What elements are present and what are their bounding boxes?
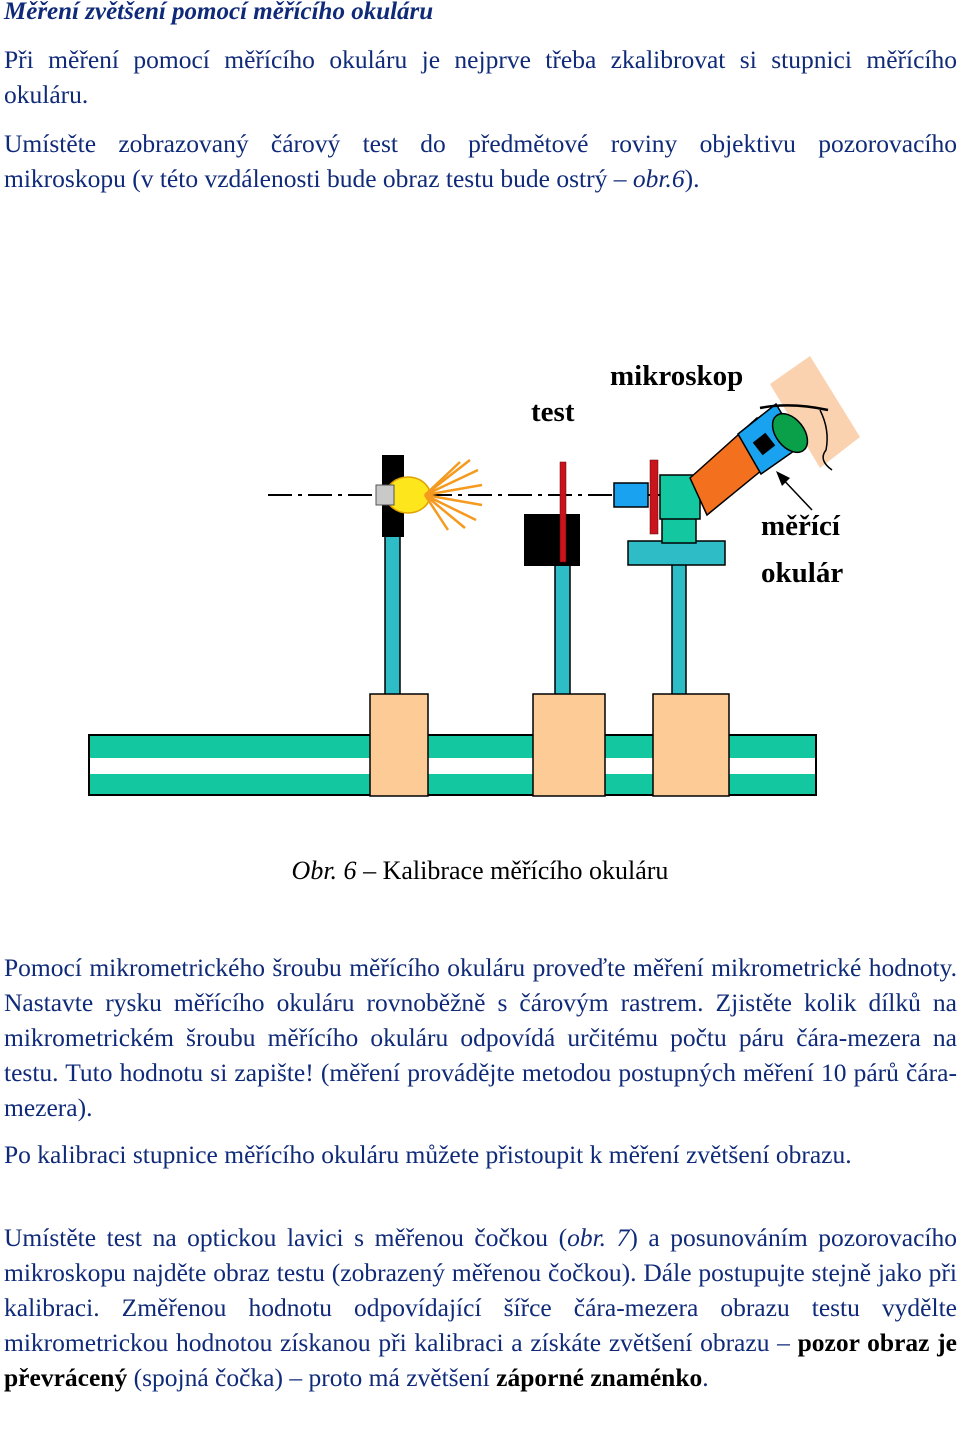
observer-face <box>759 356 860 471</box>
microscope-carriage <box>652 693 730 797</box>
test-post <box>554 559 571 696</box>
label-test: test <box>531 396 575 428</box>
test-plate <box>559 461 567 563</box>
pointer-arrowhead <box>776 471 790 486</box>
test-carriage <box>532 693 606 797</box>
paragraph-magnification-measurement: Umístěte test na optickou lavici s měřen… <box>4 1220 957 1395</box>
figure-reference: obr.6 <box>632 164 685 193</box>
eyebrow <box>759 404 829 412</box>
paragraph-calibration-intro: Při měření pomocí měřícího okuláru je ne… <box>4 45 957 109</box>
microscope-objective <box>613 482 649 508</box>
bench-rail-top <box>90 736 815 758</box>
lamp-socket <box>375 484 395 506</box>
label-eyepiece-line2: okulár <box>761 557 843 589</box>
eyepiece-scale-mark <box>752 432 776 456</box>
paragraph-placement-text: Umístěte zobrazovaný čárový test do před… <box>4 129 957 193</box>
nose-outline <box>819 409 833 471</box>
bench-rail-bottom <box>90 774 815 794</box>
calibration-figure: test mikroskop měřící okulár <box>88 356 860 797</box>
microscope-base <box>661 516 697 544</box>
paragraph-after-calibration: Po kalibraci stupnice měřícího okuláru m… <box>4 1140 852 1169</box>
paragraph-magnification-c: (spojná čočka) – proto má zvětšení <box>127 1363 497 1392</box>
lamp-stand <box>369 455 483 797</box>
lamp-carriage <box>369 693 429 797</box>
eye-icon <box>771 412 809 454</box>
paragraph-placement-end: ). <box>684 164 700 193</box>
microscope-focus-mark <box>649 459 659 535</box>
paragraph-magnification-a: Umístěte test na optickou lavici s měřen… <box>4 1223 568 1252</box>
warning-negative-sign: záporné znaménko <box>496 1363 703 1392</box>
paragraph-micrometer-measurement: Pomocí mikrometrického šroubu měřícího o… <box>4 953 957 1122</box>
face-skin <box>770 356 860 468</box>
warning-inverted-image: pozor obraz je převrácený <box>4 1328 957 1392</box>
paragraph-magnification-b: ) a posunováním pozorovacího mikroskopu … <box>4 1223 957 1357</box>
label-microscope: mikroskop <box>610 360 743 392</box>
figure-number: Obr. 6 <box>291 856 357 885</box>
label-eyepiece-line1: měřící <box>761 510 841 542</box>
test-holder <box>524 514 580 566</box>
lamp-post <box>384 529 401 696</box>
figure-reference-7: obr. 7 <box>567 1223 630 1252</box>
test-stand <box>524 461 606 797</box>
section-heading: Měření zvětšení pomocí měřícího okuláru <box>4 0 434 25</box>
microscope-table <box>627 540 726 566</box>
microscope-post <box>671 562 687 696</box>
paragraph-placement: Umístěte zobrazovaný čárový test do před… <box>4 126 957 196</box>
figure-caption: Obr. 6 – Kalibrace měřícího okuláru <box>0 854 960 888</box>
figure-caption-text: – Kalibrace měřícího okuláru <box>356 856 669 885</box>
light-rays <box>423 459 483 531</box>
microscope-stand <box>613 402 803 797</box>
paragraph-magnification-d: . <box>702 1363 709 1392</box>
